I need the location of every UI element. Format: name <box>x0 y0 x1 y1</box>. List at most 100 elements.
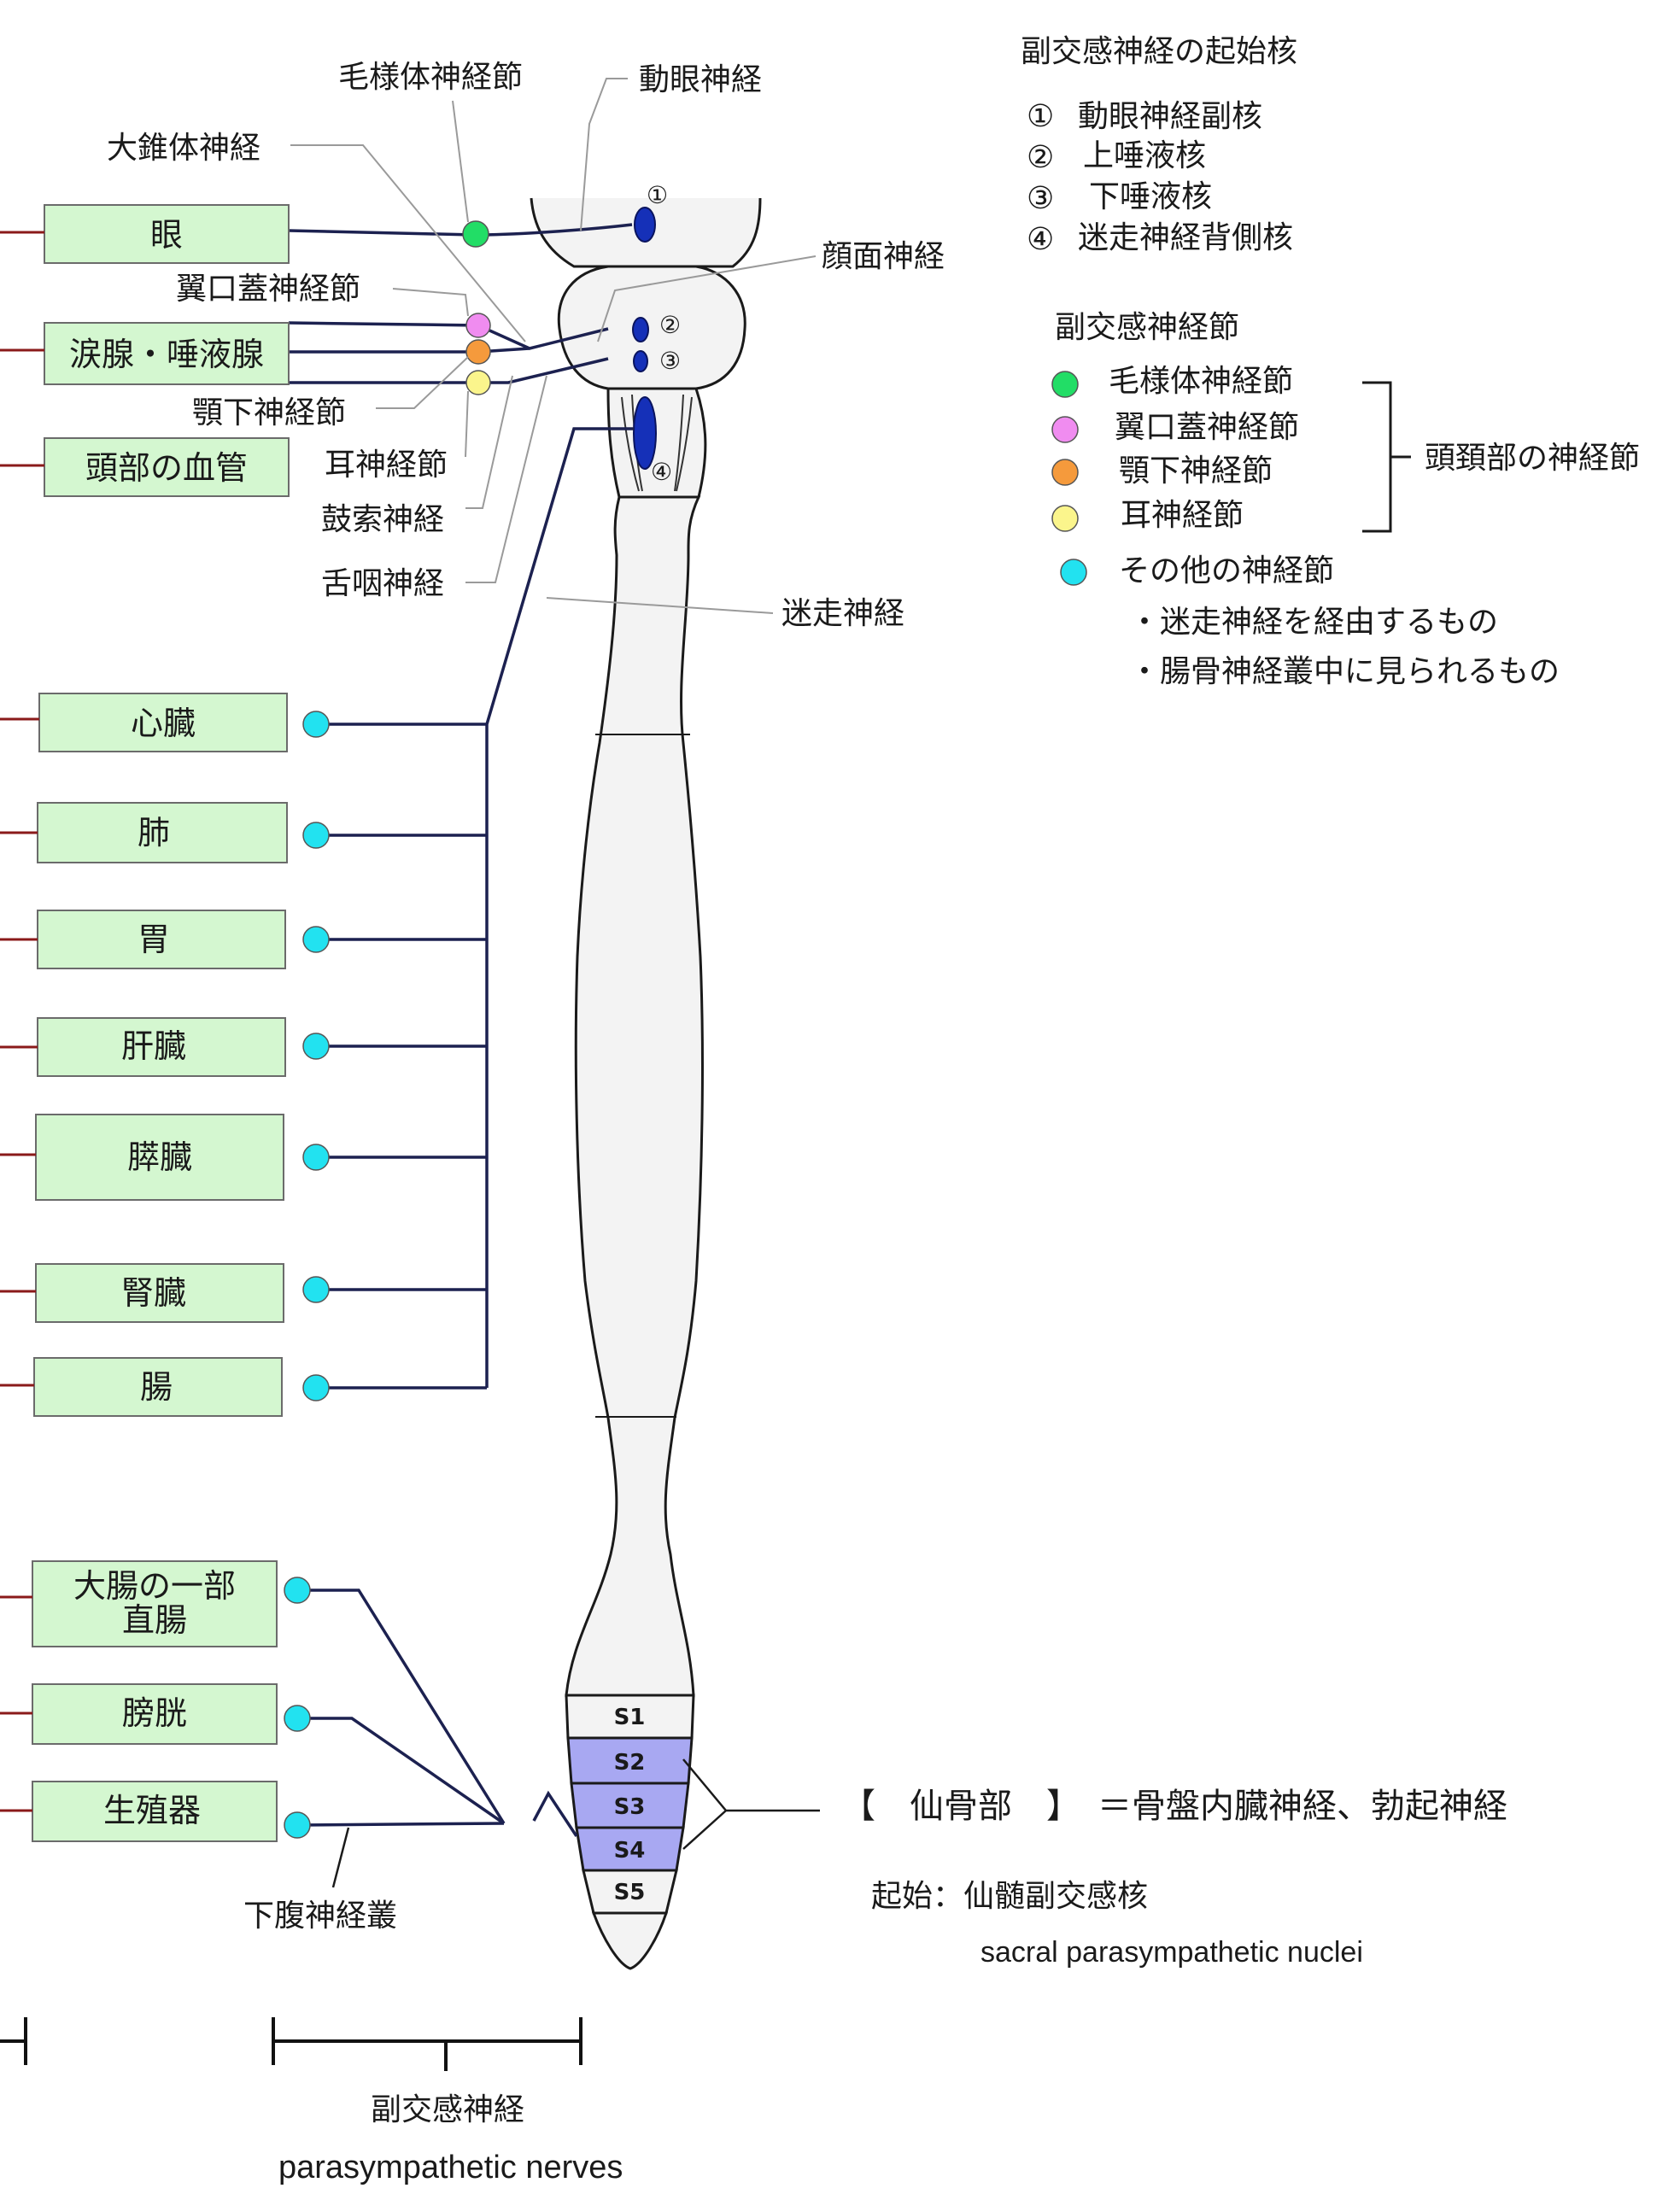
conus-tip <box>591 1911 669 1970</box>
nerve-lines <box>288 223 634 1837</box>
organ-genital: 生殖器 <box>103 1792 201 1829</box>
label-otic-ganglion: 耳神経節 <box>325 448 448 483</box>
nucleus-mark-2: ② <box>659 311 681 339</box>
legend-nucleus-3-label: 下唾液核 <box>1089 179 1212 214</box>
legend-dot-otic <box>1051 505 1079 532</box>
medulla-ridges <box>621 394 693 492</box>
ganglion-large-intestine <box>284 1577 311 1604</box>
nucleus-mark-3: ③ <box>659 347 681 375</box>
nucleus-mark-4: ④ <box>651 458 672 486</box>
sacral-origin-en: sacral parasympathetic nuclei <box>980 1936 1363 1969</box>
segment-s3-label: S3 <box>614 1794 646 1820</box>
organ-eye: 眼 <box>150 216 183 254</box>
label-oculomotor-nerve: 動眼神経 <box>639 62 762 97</box>
sacral-origin-jp: 起始：仙髄副交感核 <box>871 1879 1148 1914</box>
legend-dot-ciliary <box>1051 371 1079 398</box>
ganglion-intestine <box>302 1374 330 1401</box>
legend-dot-other <box>1060 559 1087 586</box>
label-ciliary-ganglion: 毛様体神経節 <box>338 60 523 95</box>
organ-lung: 肺 <box>138 814 170 851</box>
organ-bladder: 膀胱 <box>122 1694 187 1732</box>
organ-head-vessels: 頭部の血管 <box>85 449 248 487</box>
legend-ganglion-ciliary: 毛様体神経節 <box>1109 364 1293 399</box>
organ-stomach: 胃 <box>138 921 170 958</box>
organ-box-liver <box>37 1017 286 1077</box>
ganglion-lung <box>302 822 330 849</box>
legend-nuclei-title: 副交感神経の起始核 <box>1021 34 1297 69</box>
organ-box-lacrimal <box>44 322 290 385</box>
scale-label-jp: 副交感神経 <box>371 2092 524 2127</box>
legend-nuclei: 副交感神経の起始核 ① 動眼神経副核 ② 上唾液核 ③ 下唾液核 ④ 迷走神経背… <box>1021 34 1297 257</box>
legend-nucleus-4-num: ④ <box>1027 222 1054 257</box>
organ-box-kidney <box>35 1263 284 1323</box>
sacral-bracket <box>682 1758 820 1850</box>
sacral-segments: S1 S2 S3 S4 S5 <box>565 1694 695 1970</box>
organ-box-pancreas <box>35 1114 284 1201</box>
organ-box-head-vessels <box>44 437 290 497</box>
segment-s2-label: S2 <box>614 1750 646 1776</box>
nerve-large-intestine <box>297 1589 506 1824</box>
segment-s5-label: S5 <box>614 1880 646 1905</box>
segment-s4-label: S4 <box>614 1838 646 1864</box>
bottom-scale: 副交感神経 parasympathetic nerves <box>0 2017 623 2185</box>
ganglion-genital <box>284 1811 311 1839</box>
label-pterygopalatine-ganglion: 翼口蓋神経節 <box>176 272 360 307</box>
ganglion-submandibular <box>465 339 491 365</box>
organ-box-lung <box>37 802 288 863</box>
legend-group-bracket <box>1362 381 1411 533</box>
sacral-annotation: 【 仙骨部 】 ＝骨盤内臓神経、勃起神経 起始：仙髄副交感核 sacral pa… <box>841 1787 1507 1969</box>
ganglion-heart <box>302 711 330 738</box>
legend-ganglia-title: 副交感神経節 <box>1055 310 1239 345</box>
label-vagus-nerve: 迷走神経 <box>781 596 904 631</box>
ganglion-stomach <box>302 926 330 953</box>
legend-dot-pterygopalatine <box>1051 416 1079 443</box>
organ-box-large-intestine <box>32 1560 278 1647</box>
label-submandibular-ganglion: 顎下神経節 <box>192 395 346 430</box>
ganglion-liver <box>302 1033 330 1060</box>
spinal-cord <box>565 495 704 1697</box>
ganglion-ciliary <box>462 220 489 248</box>
legend-ganglion-pterygopalatine: 翼口蓋神経節 <box>1115 410 1299 445</box>
scale-label-en: parasympathetic nerves <box>278 2150 623 2185</box>
organ-box-intestine <box>33 1357 283 1417</box>
nucleus-4 <box>633 396 657 470</box>
nucleus-2 <box>632 317 649 342</box>
legend-other-label: その他の神経節 <box>1119 553 1334 588</box>
vagus-trunk <box>485 427 634 1388</box>
label-facial-nerve: 顔面神経 <box>822 239 945 274</box>
nerve-pterygopalatine <box>288 321 609 350</box>
legend-nucleus-2-num: ② <box>1027 140 1054 175</box>
edge-stubs <box>0 231 44 1812</box>
organ-large-intestine-line2: 直腸 <box>122 1601 187 1639</box>
nucleus-3 <box>633 350 648 372</box>
organ-liver: 肝臓 <box>121 1027 186 1065</box>
organ-pancreas: 膵臓 <box>127 1138 192 1176</box>
organ-box-stomach <box>37 910 286 969</box>
legend-nucleus-2-label: 上唾液核 <box>1083 138 1206 173</box>
ganglion-otic <box>465 370 491 395</box>
leader-lines <box>290 78 817 1888</box>
pelvic-splanchnic <box>532 1790 578 1837</box>
nerve-bladder <box>297 1717 505 1825</box>
legend-other-note-1: ・迷走神経を経由するもの <box>1129 605 1498 640</box>
organ-boxes: 眼 涙腺・唾液腺 頭部の血管 心臓 肺 胃 肝臓 膵臓 腎臓 腸 大腸の一部 直… <box>32 204 290 1842</box>
legend-ganglion-submandibular: 顎下神経節 <box>1119 453 1273 489</box>
organ-box-bladder <box>32 1683 278 1745</box>
legend-ganglion-otic: 耳神経節 <box>1121 498 1244 533</box>
label-glossopharyngeal-nerve: 舌咽神経 <box>321 566 444 601</box>
legend-dot-submandibular <box>1051 459 1079 486</box>
ganglion-kidney <box>302 1276 330 1303</box>
legend-nucleus-3-num: ③ <box>1027 181 1054 216</box>
ganglion-bladder <box>284 1705 311 1732</box>
nucleus-1 <box>634 207 656 243</box>
label-chorda-tympani: 鼓索神経 <box>321 502 444 537</box>
label-hypogastric-plexus: 下腹神経叢 <box>243 1899 397 1934</box>
nuclei: ① ② ③ ④ <box>632 181 681 486</box>
legend-ganglia: 副交感神経節 毛様体神経節 翼口蓋神経節 顎下神経節 耳神経節 頭頚部の神経節 … <box>1051 310 1640 689</box>
ganglia <box>284 220 491 1839</box>
legend-nucleus-1-label: 動眼神経副核 <box>1078 99 1262 134</box>
nerve-otic <box>289 357 609 384</box>
organ-heart: 心臓 <box>131 705 196 742</box>
label-greater-petrosal-nerve: 大錐体神経 <box>107 131 260 166</box>
nucleus-mark-1: ① <box>647 181 668 209</box>
